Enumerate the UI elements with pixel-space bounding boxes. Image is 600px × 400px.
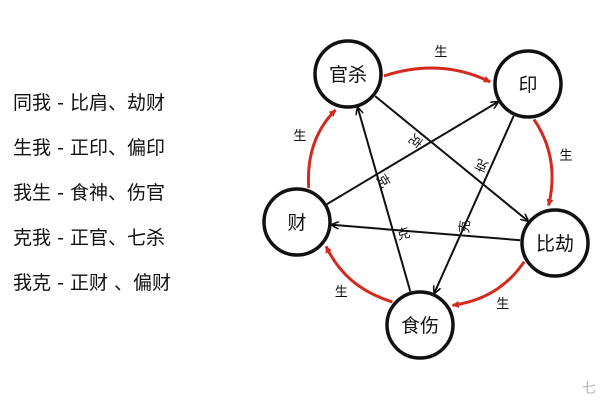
legend-dash: - [57,137,64,159]
sheng-label: 生 [496,297,509,312]
node-label: 食伤 [401,315,439,337]
legend-members: 正印、偏印 [69,137,165,159]
node-bijie: 比劫 [520,208,590,278]
legend-row-i-control: 我克 - 正财 、偏财 [13,271,263,316]
legend-subject: 我生 [13,182,52,204]
legend-subject: 我克 [13,272,52,294]
node-circle [313,39,383,109]
legend-dash: - [57,227,64,249]
node-label: 官杀 [329,64,367,86]
ke-arrow-bijie-to-cai [332,225,521,242]
sheng-label: 生 [559,148,572,163]
node-yin: 印 [493,49,563,119]
sheng-label: 生 [293,129,306,144]
relation-legend: 同我 - 比肩、劫财 生我 - 正印、偏印 我生 - 食神、伤官 克我 - 正官… [13,91,263,316]
ke-arrow-guansha-to-bijie [374,95,528,221]
legend-dash: - [57,182,64,204]
legend-members: 正官、七杀 [69,227,165,249]
node-circle [493,49,563,119]
node-circle [520,208,590,278]
sheng-label: 生 [434,45,447,60]
node-label: 财 [287,212,306,234]
sheng-arrow-guansha-to-yin [383,66,491,84]
node-circle [385,290,455,360]
ke-label: 克 [395,226,412,244]
ke-arrow-yin-to-shishang [434,115,515,293]
sheng-arrow-cai-to-guansha [306,108,337,189]
sheng-label: 生 [335,285,348,300]
legend-dash: - [57,92,64,114]
legend-dash: - [57,272,64,294]
legend-row-controls-me: 克我 - 正官、七杀 [13,226,263,271]
node-shishang: 食伤 [385,290,455,360]
sheng-arrow-yin-to-bijie [532,118,554,207]
sheng-arrow-shishang-to-cai [324,245,393,304]
ke-arrow-cai-to-yin [326,102,498,205]
legend-members: 比肩、劫财 [69,92,165,114]
legend-row-same: 同我 - 比肩、劫财 [13,91,263,136]
ke-arrow-shishang-to-guansha [358,108,412,292]
node-label: 比劫 [536,233,574,255]
node-label: 印 [518,74,537,96]
node-guansha: 官杀 [313,39,383,109]
node-circle [262,187,332,257]
legend-members: 食神、伤官 [69,182,165,204]
legend-row-generates-me: 生我 - 正印、偏印 [13,136,263,181]
legend-subject: 克我 [13,227,52,249]
watermark: 七 [582,381,596,397]
legend-row-i-generate: 我生 - 食神、伤官 [13,181,263,226]
legend-members: 正财 、偏财 [69,272,172,294]
node-cai: 财 [262,187,332,257]
legend-subject: 同我 [13,92,52,114]
legend-subject: 生我 [13,137,52,159]
sheng-arrow-bijie-to-shishang [451,260,526,308]
ke-label: 克 [473,155,491,174]
